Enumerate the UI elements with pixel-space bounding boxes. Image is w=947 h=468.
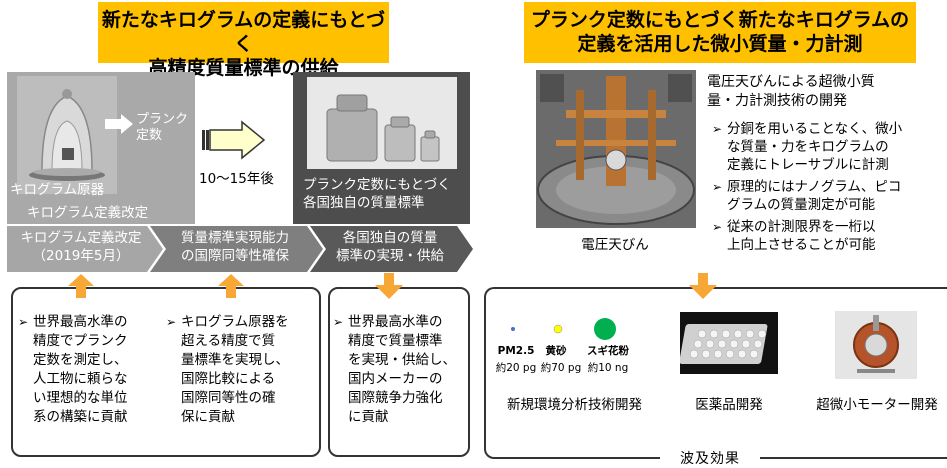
kosa-dot	[553, 324, 563, 334]
left-banner-line1: 新たなキログラムの定義にもとづく	[101, 9, 386, 55]
down-arrow-icon	[375, 273, 403, 299]
contribution-1: 世界最高水準の 精度でプランク 定数を測定し、 人工物に頼らな い理想的な単位 …	[18, 313, 163, 427]
prototype-photo-panel: プランク 定数 キログラム原器 キログラム定義改定	[7, 72, 195, 224]
right-bullet-1: 分銅を用いることなく、微小 な質量・力をキログラムの 定義にトレーサブルに計測	[712, 120, 944, 174]
voltage-balance-image	[536, 70, 696, 228]
weights-image	[307, 77, 457, 169]
years-later-label: 10〜15年後	[199, 171, 274, 187]
contribution-1-item: 世界最高水準の 精度でプランク 定数を測定し、 人工物に頼らな い理想的な単位 …	[18, 313, 163, 427]
particle-label-pm25: PM2.5	[497, 345, 535, 357]
right-banner: プランク定数にもとづく新たなキログラムの 定義を活用した微小質量・力計測	[524, 2, 916, 63]
right-bullet-3: 従来の計測限界を一桁以 上向上させることが可能	[712, 218, 944, 254]
kilogram-prototype-image	[17, 76, 117, 194]
right-bullet-2: 原理的にはナノグラム、ピコ グラムの質量測定が可能	[712, 178, 944, 214]
medicine-image	[680, 312, 778, 374]
right-banner-line1: プランク定数にもとづく新たなキログラムの	[530, 9, 910, 31]
big-right-arrow-icon	[202, 120, 266, 160]
step-3-label: 各国独自の質量 標準の実現・供給	[336, 230, 444, 264]
contribution-3: 世界最高水準の 精度で質量標準 を実現・供給し、 国内メーカーの 国際競争力強化…	[333, 313, 469, 427]
right-banner-line2: 定義を活用した微小質量・力計測	[577, 33, 863, 55]
national-standard-caption: プランク定数にもとづく 各国独自の質量標準	[303, 177, 451, 211]
application-label-motor: 超微小モーター開発	[816, 397, 938, 413]
right-bullets: 分銅を用いることなく、微小 な質量・力をキログラムの 定義にトレーサブルに計測 …	[712, 120, 944, 254]
contribution-3-item: 世界最高水準の 精度で質量標準 を実現・供給し、 国内メーカーの 国際競争力強化…	[333, 313, 469, 427]
revision-label: キログラム定義改定	[27, 205, 149, 221]
particle-mass-sugi: 約10 ng	[587, 362, 629, 374]
ripple-label: 波及効果	[660, 448, 760, 468]
down-arrow-icon	[689, 273, 717, 299]
prototype-label: キログラム原器	[10, 182, 105, 198]
process-chevrons	[7, 226, 473, 272]
up-arrow-icon	[218, 274, 244, 298]
step-2-label: 質量標準実現能力 の国際同等性確保	[181, 230, 289, 264]
right-arrow-icon	[105, 114, 133, 134]
planck-label: プランク 定数	[136, 112, 189, 143]
particle-label-kosa: 黄砂	[545, 345, 567, 357]
micro-motor-image	[835, 311, 917, 379]
voltage-balance-caption: 電圧天びん	[581, 237, 649, 253]
particle-label-sugi: スギ花粉	[587, 345, 629, 357]
left-banner: 新たなキログラムの定義にもとづく 高精度質量標準の供給	[98, 2, 389, 79]
step-1-label: キログラム定義改定 （2019年5月）	[20, 230, 142, 264]
pm25-dot	[511, 327, 515, 331]
up-arrow-icon	[68, 274, 94, 298]
particle-chart	[511, 318, 616, 340]
national-standard-photo-panel: プランク定数にもとづく 各国独自の質量標準	[293, 72, 470, 224]
application-label-env: 新規環境分析技術開発	[507, 397, 642, 413]
contribution-2-item: キログラム原器を 超える精度で質 量標準を実現し、 国際比較による 国際同等性の…	[166, 313, 316, 427]
application-label-medicine: 医薬品開発	[695, 397, 763, 413]
left-banner-line2: 高精度質量標準の供給	[148, 57, 339, 79]
particle-mass-pm25: 約20 pg	[495, 362, 537, 374]
particle-mass-kosa: 約70 pg	[540, 362, 582, 374]
right-section-title: 電圧天びんによる超微小質 量・力計測技術の開発	[707, 74, 875, 109]
sugi-dot	[594, 318, 616, 340]
contribution-2: キログラム原器を 超える精度で質 量標準を実現し、 国際比較による 国際同等性の…	[166, 313, 316, 427]
